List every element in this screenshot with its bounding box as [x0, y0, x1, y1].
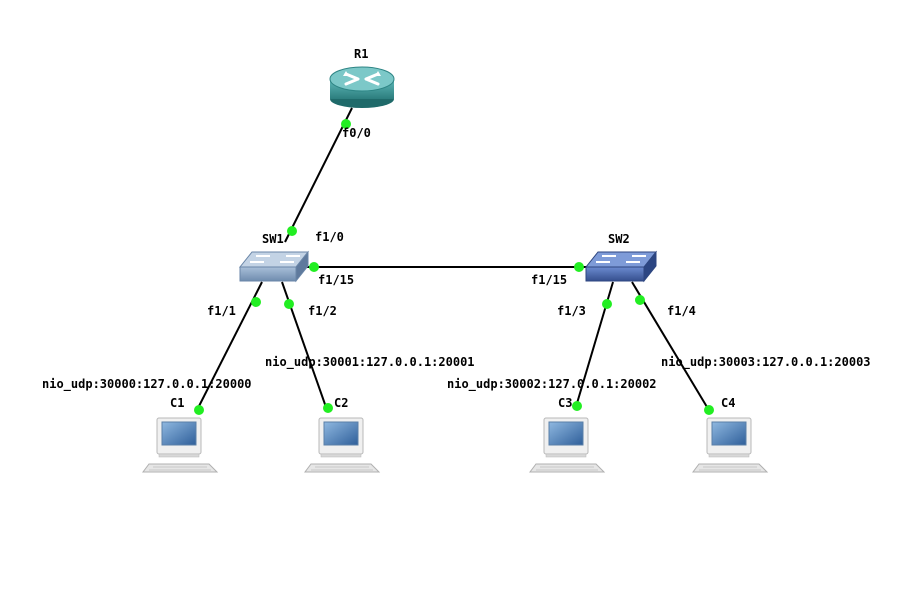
nio-label-c2: nio_udp:30001:127.0.0.1:20001: [265, 355, 475, 370]
computer-icon: [304, 417, 380, 473]
computer-icon: [142, 417, 218, 473]
link-sw1-c1[interactable]: [195, 281, 263, 413]
port-label-sw1-f1-2: f1/2: [308, 304, 337, 318]
port-dots: [194, 119, 714, 415]
port-label-sw2-f1-3: f1/3: [557, 304, 586, 318]
port-labels: f0/0 f1/0 f1/15 f1/15 f1/1 f1/2 f1/3 f1/…: [207, 126, 696, 318]
device-label-c1: C1: [170, 396, 184, 410]
port-label-sw2-f1-15: f1/15: [531, 273, 567, 287]
port-label-sw1-f1-0: f1/0: [315, 230, 344, 244]
port-label-sw1-f1-15: f1/15: [318, 273, 354, 287]
switch-sw1[interactable]: SW1: [238, 232, 310, 283]
nio-label-c1: nio_udp:30000:127.0.0.1:20000: [42, 377, 252, 392]
port-dot-sw2-f1-3[interactable]: [602, 299, 612, 309]
link-r1-sw1[interactable]: [284, 107, 353, 243]
device-label-c4: C4: [721, 396, 735, 410]
port-label-sw1-f1-1: f1/1: [207, 304, 236, 318]
computer-icon: [529, 417, 605, 473]
pc-c4[interactable]: C4: [692, 396, 768, 473]
port-dot-c3[interactable]: [572, 401, 582, 411]
port-dot-sw1-f1-0[interactable]: [287, 226, 297, 236]
pc-c2[interactable]: C2: [304, 396, 380, 473]
nio-label-c3: nio_udp:30002:127.0.0.1:20002: [447, 377, 657, 392]
router-icon: [329, 66, 395, 108]
switch-icon: [238, 250, 310, 283]
computer-icon: [692, 417, 768, 473]
switch-sw2[interactable]: SW2: [584, 232, 658, 283]
port-label-r1-f0-0: f0/0: [342, 126, 371, 140]
switch-icon: [584, 250, 658, 283]
pc-c3[interactable]: C3: [529, 396, 605, 473]
link-sw2-c4[interactable]: [631, 281, 711, 413]
nio-label-c4: nio_udp:30003:127.0.0.1:20003: [661, 355, 871, 370]
port-dot-sw1-f1-2[interactable]: [284, 299, 294, 309]
port-dot-sw1-f1-15[interactable]: [309, 262, 319, 272]
router-r1[interactable]: R1: [329, 47, 395, 108]
device-label-r1: R1: [354, 47, 368, 61]
device-label-c2: C2: [334, 396, 348, 410]
port-dot-sw2-f1-4[interactable]: [635, 295, 645, 305]
port-dot-c2[interactable]: [323, 403, 333, 413]
device-label-sw1: SW1: [262, 232, 284, 246]
port-dot-sw2-f1-15[interactable]: [574, 262, 584, 272]
pc-c1[interactable]: C1: [142, 396, 218, 473]
nio-labels: nio_udp:30000:127.0.0.1:20000 nio_udp:30…: [42, 355, 871, 392]
port-dot-r1-f0-0[interactable]: [341, 119, 351, 129]
port-dot-c1[interactable]: [194, 405, 204, 415]
device-label-c3: C3: [558, 396, 572, 410]
port-dot-c4[interactable]: [704, 405, 714, 415]
device-label-sw2: SW2: [608, 232, 630, 246]
port-label-sw2-f1-4: f1/4: [667, 304, 696, 318]
port-dot-sw1-f1-1[interactable]: [251, 297, 261, 307]
